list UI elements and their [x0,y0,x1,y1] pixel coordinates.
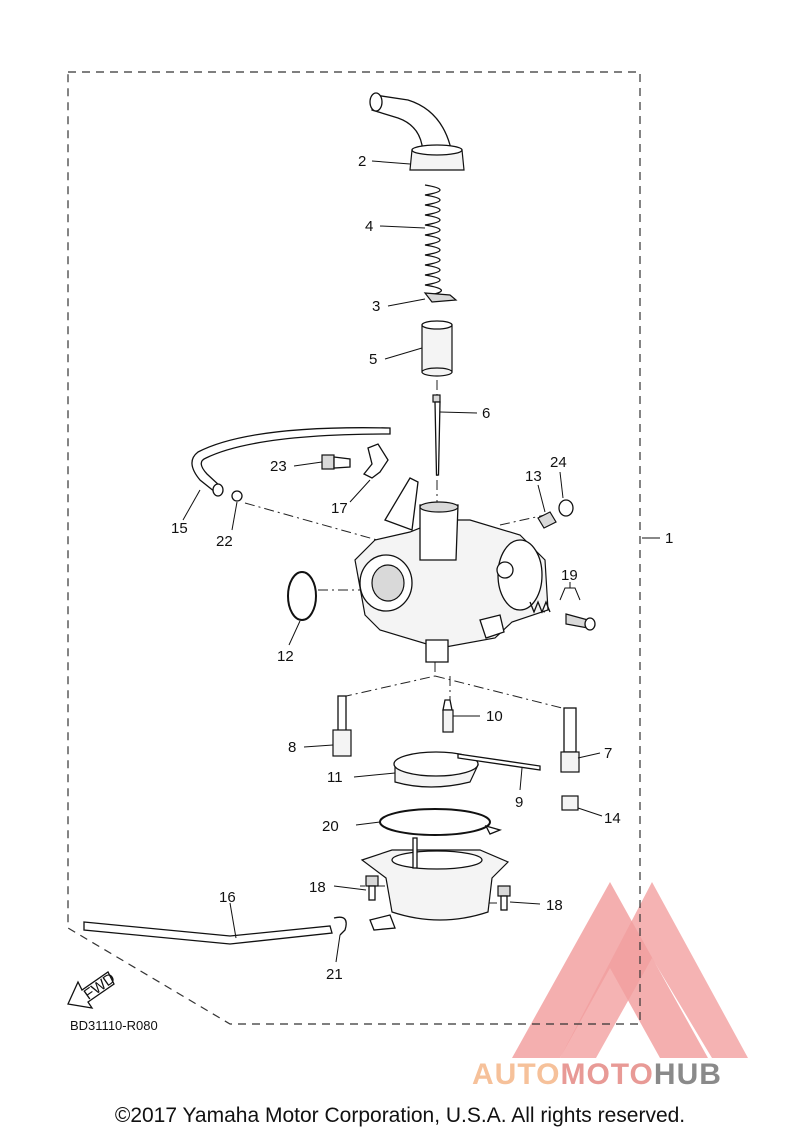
bowl-screw-left [365,875,379,901]
callout-numbers: 2 4 3 5 6 23 17 15 22 13 24 1 19 12 10 7… [171,153,673,983]
watermark-part-auto: AUTO [472,1058,561,1091]
pilot-jet [332,695,352,757]
fuel-hose-upper [191,427,391,493]
drain-hose [83,921,333,945]
watermark-part-hub: HUB [653,1058,722,1091]
callout-17: 17 [331,500,348,517]
callout-23: 23 [270,458,287,475]
throttle-valve [421,320,453,377]
callout-6: 6 [482,405,490,422]
cable-bracket [362,443,389,479]
assembly-boundary [67,71,641,1025]
bracket-bolt [321,454,351,470]
callout-7: 7 [604,745,612,762]
callout-19: 19 [561,567,578,584]
watermark-logo [512,882,748,1058]
callout-4: 4 [365,218,373,235]
callout-10: 10 [486,708,503,725]
callout-20: 20 [322,818,339,835]
throttle-spring [424,184,442,296]
float-bowl-gasket [379,808,503,836]
hose-clip-lower [333,916,347,936]
callout-2: 2 [358,153,366,170]
float [393,751,479,788]
callout-11: 11 [327,769,343,786]
needle-clip [423,292,458,303]
callout-15: 15 [171,520,188,537]
watermark-part-moto: MOTO [560,1058,654,1091]
carburetor-body [354,477,549,663]
bowl-screw-right [497,885,511,911]
main-jet [560,707,580,773]
callout-12: 12 [277,648,294,665]
watermark-text: AUTOMOTOHUB [472,1058,722,1092]
callout-9: 9 [515,794,523,811]
throttle-cap-elbow [369,92,465,171]
plug-cap [558,499,574,517]
callout-5: 5 [369,351,377,368]
float-valve [442,699,454,733]
callout-16: 16 [219,889,236,906]
callout-24: 24 [550,454,567,471]
copyright-notice: ©2017 Yamaha Motor Corporation, U.S.A. A… [114,1104,686,1127]
callout-3: 3 [372,298,380,315]
callout-1: 1 [665,530,673,547]
diagram-reference-code: BD31110-R080 [70,1018,158,1033]
callout-22: 22 [216,533,233,550]
leader-lines [182,160,660,963]
main-jet-nozzle [561,795,579,811]
jet-needle [432,394,441,476]
pilot-screw [537,511,557,529]
intake-o-ring [287,571,317,621]
throttle-stop-screw [529,600,596,631]
callout-21: 21 [326,966,343,983]
callout-13: 13 [525,468,542,485]
callout-8: 8 [288,739,296,756]
float-pin [457,753,541,771]
hose-clip-upper [231,490,243,502]
float-bowl [360,837,510,931]
callout-18-left: 18 [309,879,326,896]
assembly-axis-lines [244,380,571,904]
forward-arrow: FWD [67,970,119,1009]
callout-14: 14 [604,810,621,827]
fwd-label: FWD [81,970,119,1004]
callout-18-right: 18 [546,897,563,914]
